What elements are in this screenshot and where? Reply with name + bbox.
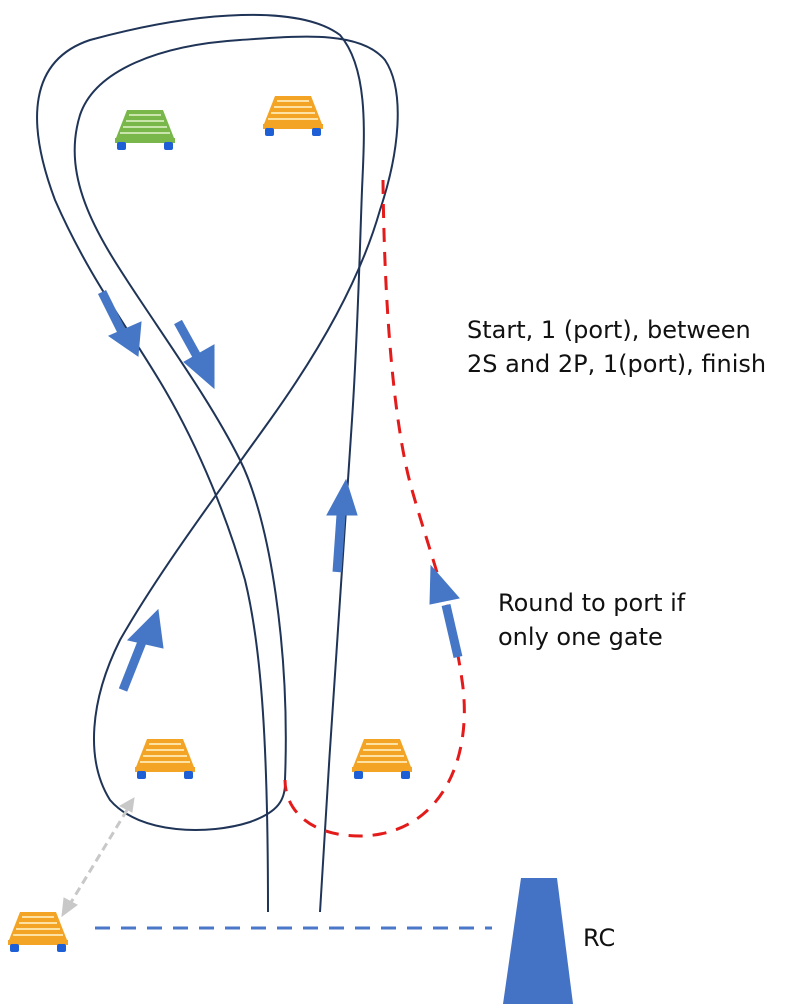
buoy-icon: [7, 911, 69, 953]
arrow-icon: [174, 319, 215, 390]
buoy-icon: [351, 738, 413, 780]
route-note-line-1: Start, 1 (port), between: [467, 316, 751, 344]
arrow-icon: [118, 608, 164, 692]
pin-link-arrow: [61, 797, 135, 918]
gate-note-line-2: only one gate: [498, 623, 663, 651]
committee-boat-icon: [503, 878, 573, 1004]
arrow-icon: [429, 564, 463, 659]
course-route-note: Start, 1 (port), between 2S and 2P, 1(po…: [467, 313, 766, 381]
committee-boat-label: RC: [583, 924, 616, 952]
buoy-icon: [114, 109, 176, 151]
course-outer-line: [36, 13, 365, 913]
route-note-line-2: 2S and 2P, 1(port), finish: [467, 350, 767, 378]
alternate-route-line: [283, 179, 466, 838]
arrow-icon: [97, 289, 142, 357]
gate-rounding-note: Round to port if only one gate: [498, 586, 685, 654]
gate-note-line-1: Round to port if: [498, 589, 686, 617]
buoy-icon: [134, 738, 196, 780]
arrow-icon: [326, 478, 358, 573]
course-inner-line: [73, 35, 399, 831]
buoy-icon: [262, 95, 324, 137]
